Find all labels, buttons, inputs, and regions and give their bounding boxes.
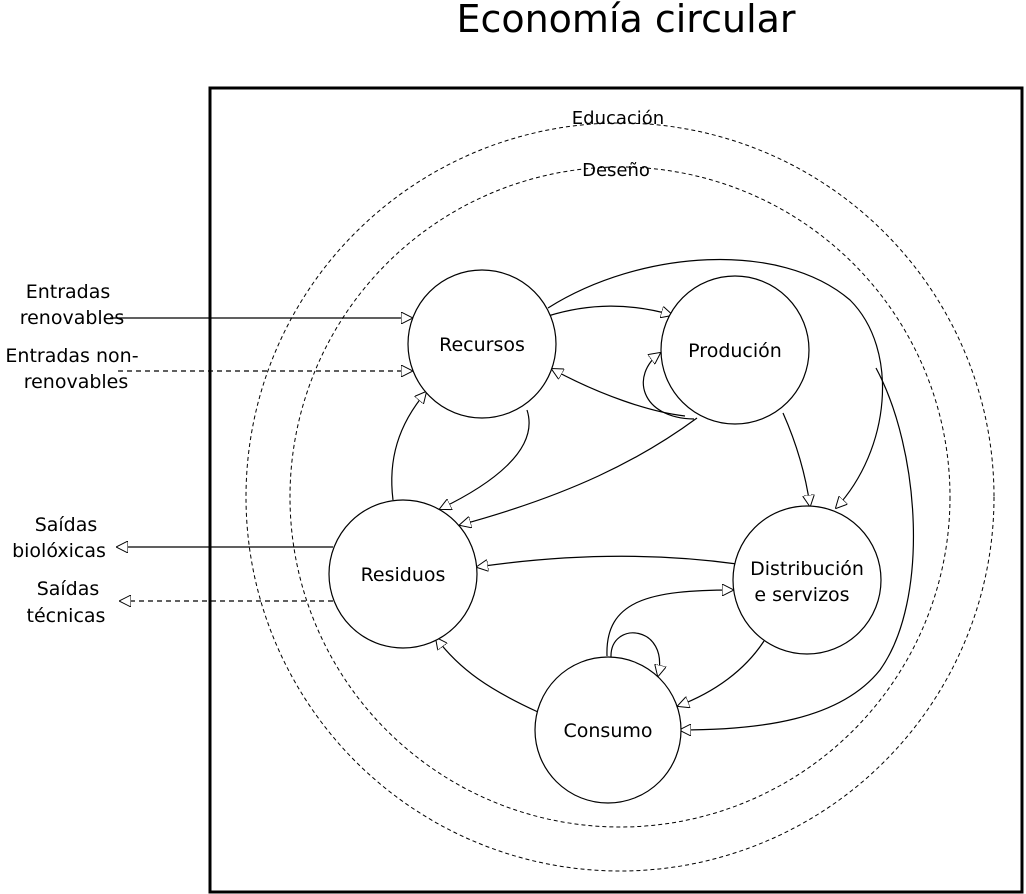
recursos-to-consumo-arrow — [680, 367, 915, 730]
producion-to-recursos-arrow — [552, 369, 686, 417]
producion-self-loop — [642, 353, 695, 420]
producion-to-distribucion-arrow — [782, 412, 810, 506]
node-recursos-label: Recursos — [439, 334, 525, 356]
node-consumo: Consumo — [534, 656, 682, 804]
residuos-to-recursos-arrow — [391, 392, 426, 501]
node-distribucion-label-line2: e servizos — [754, 584, 849, 606]
design-ring — [289, 166, 951, 828]
consumo-to-distribucion-arrow — [606, 590, 733, 657]
recursos-to-distribucion-arrow — [547, 258, 884, 508]
design-label: Deseño — [582, 160, 650, 181]
renewable-inputs-label-line2: renovables — [20, 307, 125, 329]
node-producion-label: Produción — [688, 340, 782, 362]
node-consumo-label: Consumo — [563, 720, 652, 742]
biological-outputs-label-line1: Saídas — [35, 514, 98, 536]
biological-outputs-label-line2: biolóxicas — [12, 540, 106, 562]
renewable-inputs-label-line1: Entradas — [26, 281, 111, 303]
recursos-to-producion-arrow — [547, 305, 672, 316]
node-distribucion-label-line1: Distribución — [750, 558, 864, 580]
education-label: Educación — [572, 108, 664, 129]
node-residuos: Residuos — [328, 499, 478, 649]
diagram-title: Economía circular — [456, 0, 795, 41]
node-distribucion: Distribución e servizos — [732, 505, 882, 655]
node-producion: Produción — [660, 275, 810, 425]
node-recursos: Recursos — [407, 269, 557, 419]
consumo-self-loop — [610, 632, 660, 676]
technical-outputs-label-line1: Saídas — [37, 578, 100, 600]
nonrenewable-inputs-label-line2: renovables — [24, 371, 129, 393]
producion-to-residuos-arrow — [460, 417, 698, 525]
nonrenewable-inputs-label-line1: Entradas non- — [5, 345, 138, 367]
distribucion-to-residuos-arrow — [477, 555, 738, 567]
node-residuos-label: Residuos — [361, 564, 446, 586]
education-ring — [245, 122, 995, 872]
consumo-to-residuos-arrow — [436, 638, 539, 713]
technical-outputs-label-line2: técnicas — [27, 605, 106, 627]
system-boundary-frame — [208, 86, 1024, 894]
distribucion-to-consumo-arrow — [678, 640, 765, 706]
recursos-to-residuos-arrow — [440, 409, 530, 509]
